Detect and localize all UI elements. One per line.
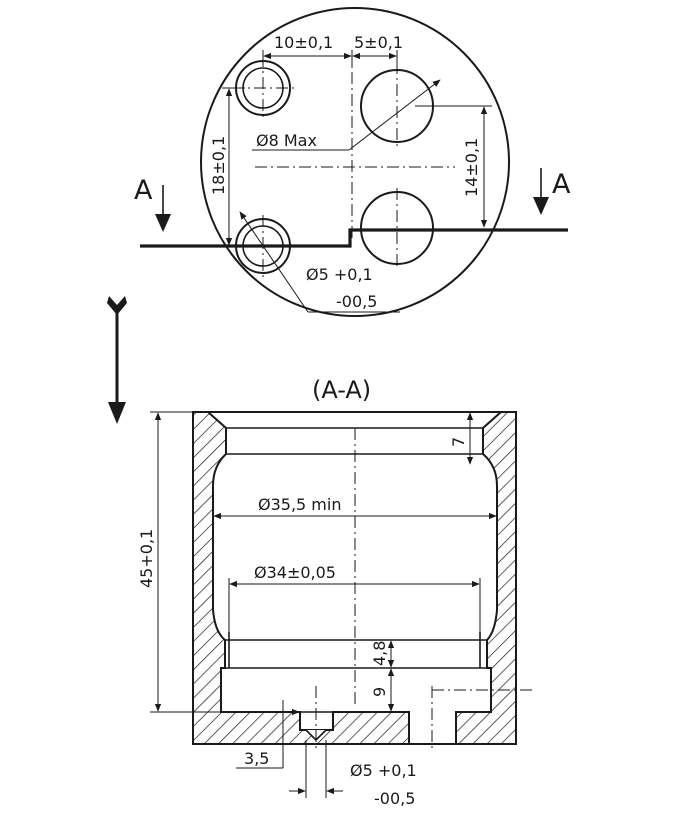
label-dim-5: 5±0,1	[354, 33, 403, 52]
label-pin-hole-line1: Ø5 +0,1	[350, 761, 417, 780]
label-height-45: 45+0,1	[137, 529, 156, 588]
label-base-9: 9	[370, 687, 389, 697]
label-chamfer-7: 7	[449, 437, 468, 447]
view-direction-arrow	[107, 296, 127, 424]
leader-large-hole	[348, 79, 441, 151]
section-marker-right: A	[552, 169, 571, 200]
label-pin-hole-line2: -00,5	[374, 789, 415, 808]
section-arrow-left	[155, 185, 171, 232]
section-title: (A-A)	[312, 376, 371, 404]
section-view	[150, 411, 532, 798]
label-bore: Ø34±0,05	[254, 563, 336, 582]
label-small-hole-line1: Ø5 +0,1	[306, 265, 373, 284]
label-bore-min: Ø35,5 min	[258, 495, 341, 514]
section-cut-line	[140, 228, 568, 248]
top-view	[140, 7, 568, 317]
section-hatched-body	[192, 411, 517, 745]
section-center-lines	[315, 428, 532, 748]
label-small-hole-line2: -00,5	[336, 292, 377, 311]
label-step-4-8: 4,8	[370, 641, 389, 666]
label-dim-14: 14±0,1	[462, 138, 481, 197]
label-large-hole: Ø8 Max	[256, 131, 317, 150]
part-outline-circle	[200, 7, 510, 317]
section-arrow-right	[533, 168, 549, 215]
label-pin-offset: 3,5	[244, 749, 269, 768]
label-dim-10: 10±0,1	[274, 33, 333, 52]
label-dim-18: 18±0,1	[209, 136, 228, 195]
leader-small-hole	[239, 211, 309, 313]
center-lines	[232, 50, 455, 278]
section-marker-left: A	[134, 175, 153, 206]
